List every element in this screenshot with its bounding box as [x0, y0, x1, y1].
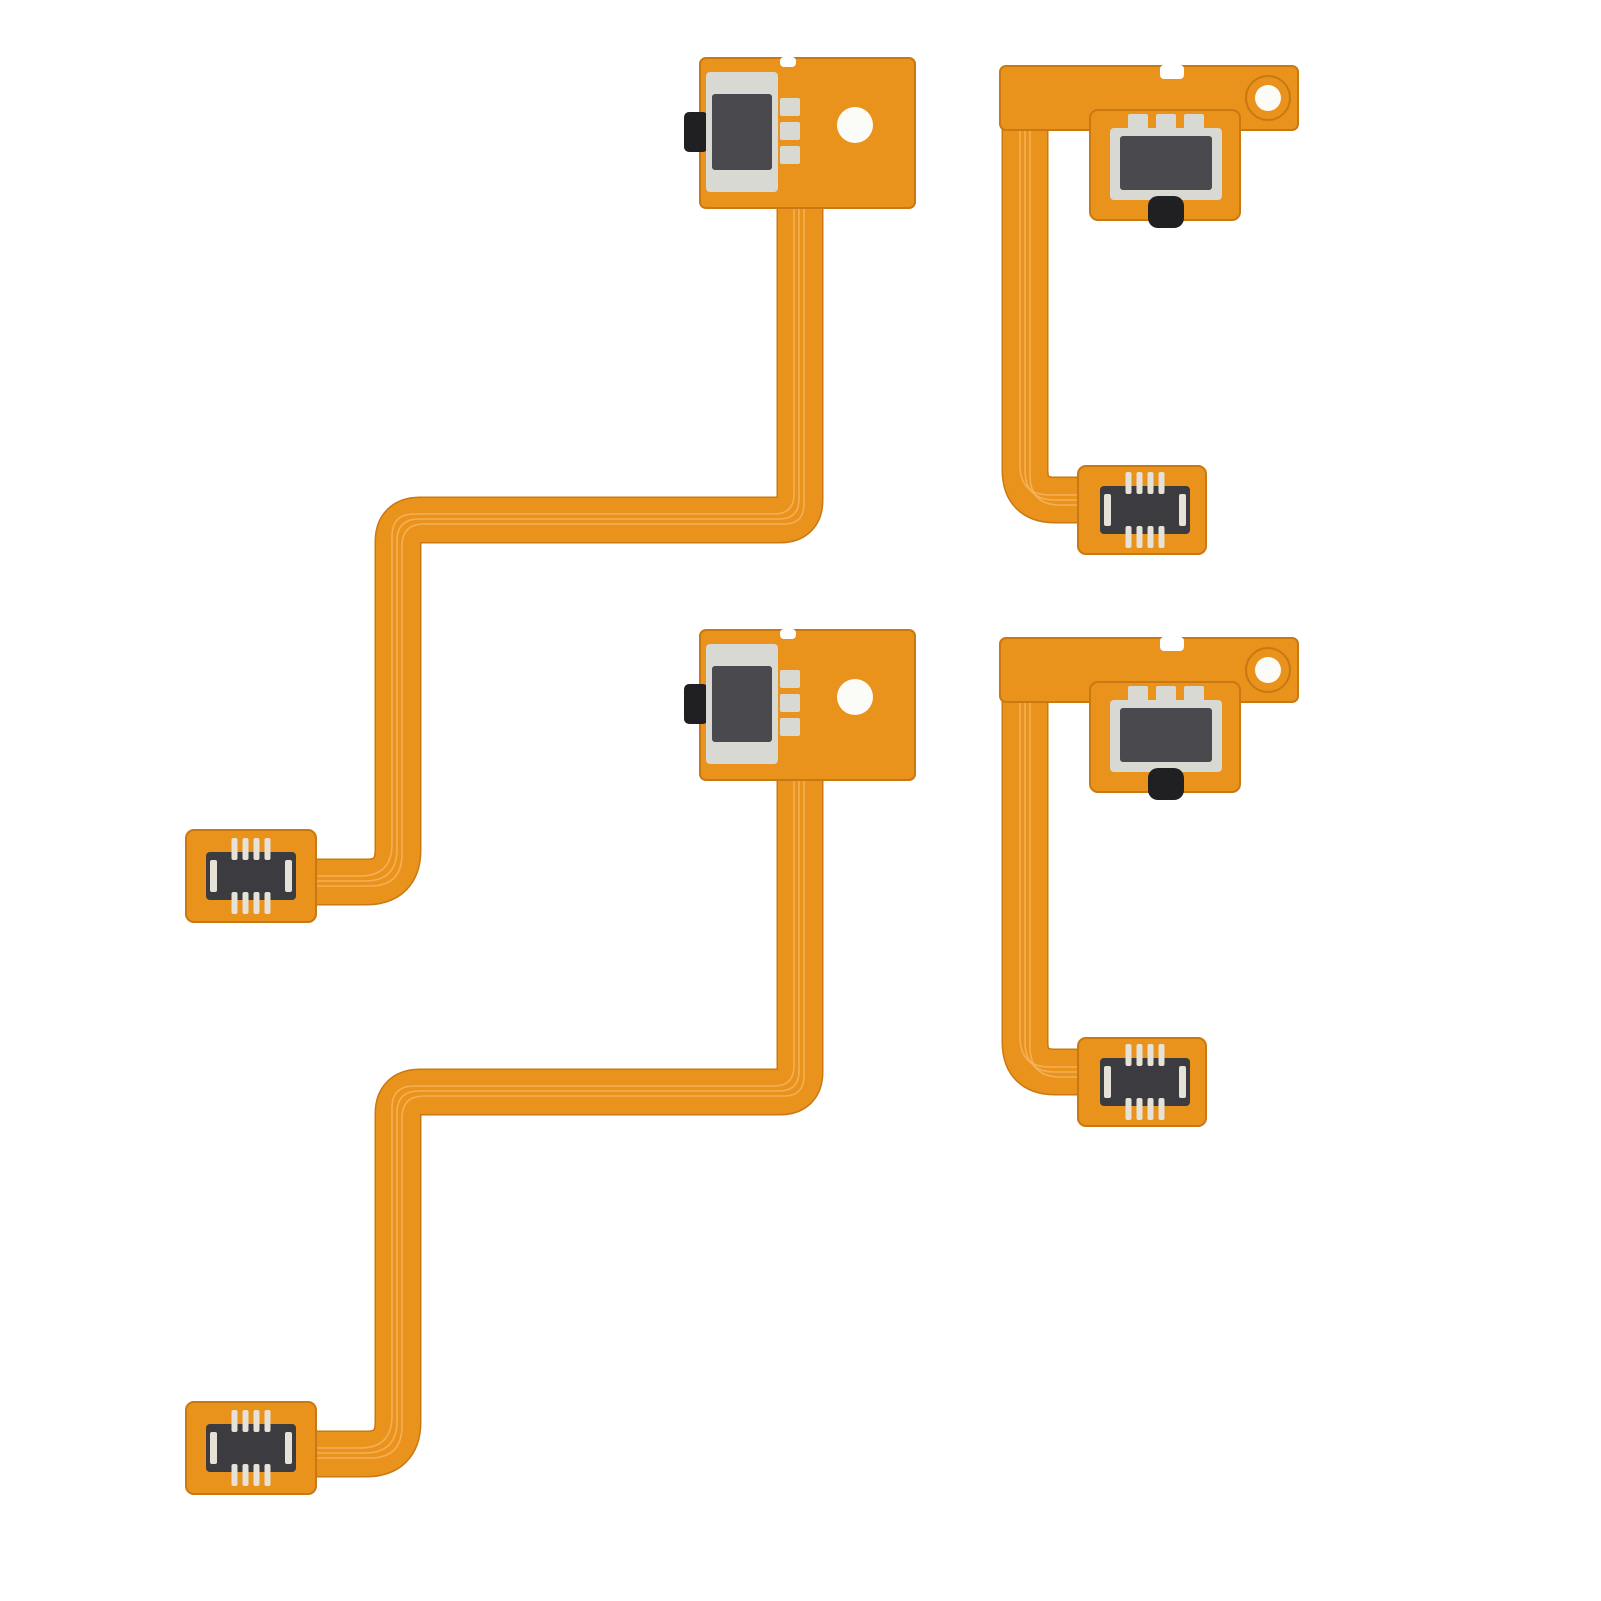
- connector-pin: [231, 1464, 238, 1486]
- switch-terminal: [780, 122, 800, 140]
- cables-layer: [185, 57, 1299, 1495]
- connector-body: [206, 1424, 296, 1472]
- connector-pin: [242, 838, 249, 860]
- switch-terminal: [780, 98, 800, 116]
- connector-pin: [1136, 1098, 1143, 1120]
- connector-pin: [253, 838, 260, 860]
- connector-pin: [264, 838, 271, 860]
- connector-side-contact: [285, 1432, 292, 1464]
- connector-pin: [1158, 1098, 1165, 1120]
- connector-pin: [1147, 1098, 1154, 1120]
- connector-pin: [231, 892, 238, 914]
- ribbon-trace: [304, 204, 805, 887]
- switch-actuator: [1148, 768, 1184, 800]
- connector-pin: [1125, 526, 1132, 548]
- ring-hole: [1255, 85, 1281, 111]
- head-notch: [780, 57, 796, 67]
- connector-pin: [1125, 472, 1132, 494]
- switch-terminal: [1128, 686, 1148, 702]
- connector-pin: [1147, 526, 1154, 548]
- short-cable-top: [999, 65, 1299, 555]
- switch-actuator: [684, 112, 708, 152]
- connector-pin: [1158, 472, 1165, 494]
- switch-actuator: [684, 684, 708, 724]
- connector-pin: [242, 892, 249, 914]
- switch-body: [712, 666, 772, 742]
- connector-pin: [1125, 1098, 1132, 1120]
- connector-pin: [1147, 472, 1154, 494]
- ribbon-trace: [294, 194, 795, 877]
- switch-terminal: [1128, 114, 1148, 130]
- switch-terminal: [1184, 114, 1204, 130]
- connector-pin: [253, 1410, 260, 1432]
- connector-body: [1100, 1058, 1190, 1106]
- switch-terminal: [780, 718, 800, 736]
- ribbon: [300, 200, 822, 904]
- switch-terminal: [1184, 686, 1204, 702]
- switch-terminal: [780, 670, 800, 688]
- connector-pin: [264, 1410, 271, 1432]
- connector-side-contact: [1179, 1066, 1186, 1098]
- switch-terminal: [1156, 686, 1176, 702]
- switch-body: [712, 94, 772, 170]
- switch-body: [1120, 708, 1212, 762]
- switch-terminal: [1156, 114, 1176, 130]
- switch-body: [1120, 136, 1212, 190]
- connector-pin: [1136, 1044, 1143, 1066]
- ribbon: [300, 772, 822, 1476]
- switch-terminal: [780, 146, 800, 164]
- long-cable-bottom: [185, 629, 916, 1495]
- head-notch: [780, 629, 796, 639]
- connector-side-contact: [210, 860, 217, 892]
- long-cable-top: [185, 57, 916, 923]
- connector-pin: [1136, 526, 1143, 548]
- head-notch: [1160, 65, 1184, 79]
- mounting-hole: [837, 679, 873, 715]
- connector-pin: [264, 892, 271, 914]
- connector-pin: [1136, 472, 1143, 494]
- connector-pin: [242, 1464, 249, 1486]
- connector-pin: [1147, 1044, 1154, 1066]
- connector-pin: [1125, 1044, 1132, 1066]
- switch-actuator: [1148, 196, 1184, 228]
- connector-pin: [231, 1410, 238, 1432]
- connector-side-contact: [285, 860, 292, 892]
- mounting-hole: [837, 107, 873, 143]
- short-cable-bottom: [999, 637, 1299, 1127]
- switch-terminal: [780, 694, 800, 712]
- ribbon-trace: [294, 766, 795, 1449]
- ring-hole: [1255, 657, 1281, 683]
- connector-side-contact: [1179, 494, 1186, 526]
- connector-pin: [264, 1464, 271, 1486]
- connector-pin: [1158, 526, 1165, 548]
- connector-pin: [242, 1410, 249, 1432]
- connector-pin: [1158, 1044, 1165, 1066]
- connector-side-contact: [1104, 1066, 1111, 1098]
- ribbon-trace: [299, 771, 800, 1454]
- ribbon-trace: [299, 199, 800, 882]
- head-notch: [1160, 637, 1184, 651]
- connector-pin: [253, 1464, 260, 1486]
- connector-body: [1100, 486, 1190, 534]
- ribbon-trace: [304, 776, 805, 1459]
- connector-pin: [253, 892, 260, 914]
- connector-pin: [231, 838, 238, 860]
- connector-side-contact: [210, 1432, 217, 1464]
- connector-side-contact: [1104, 494, 1111, 526]
- connector-body: [206, 852, 296, 900]
